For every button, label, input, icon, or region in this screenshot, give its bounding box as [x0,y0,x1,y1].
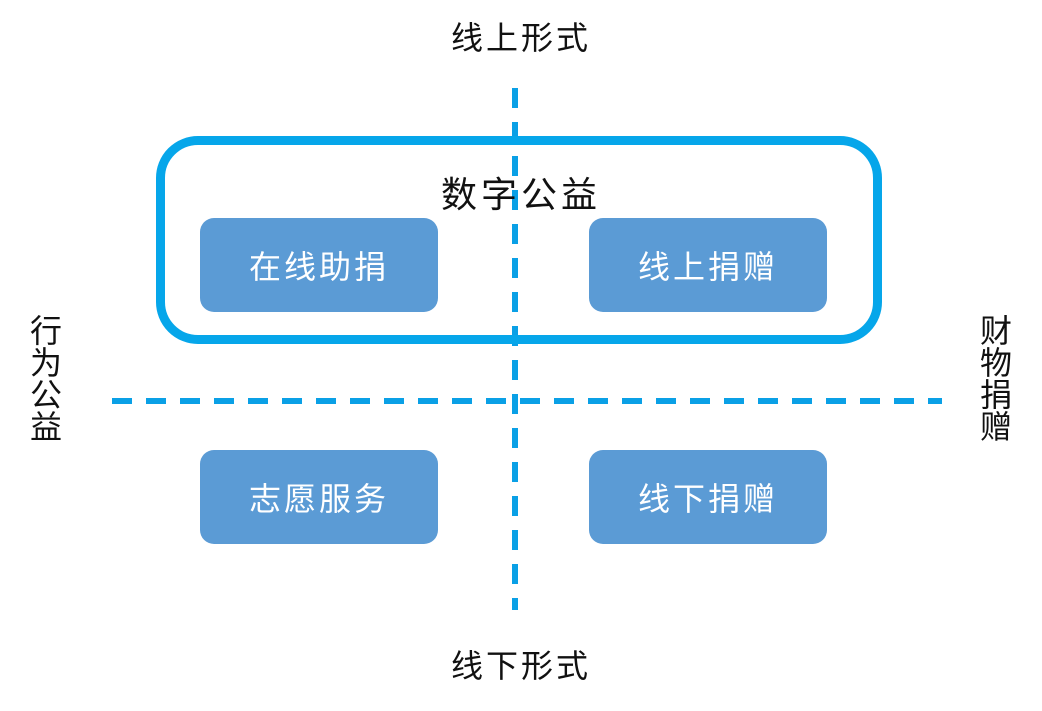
vertical-axis-line [512,88,518,610]
quadrant-online-assist-box: 在线助捐 [200,218,438,312]
digital-charity-title: 数字公益 [440,175,601,216]
quadrant-offline-donation-box: 线下捐赠 [589,450,827,544]
horizontal-axis-line [112,398,942,404]
quadrant-online-assist-label: 在线助捐 [248,248,389,286]
right-axis-label: 财物捐赠 [975,314,1013,442]
left-axis-label: 行为公益 [25,314,63,442]
top-axis-label: 线上形式 [450,19,591,57]
quadrant-volunteer-label: 志愿服务 [248,480,389,518]
quadrant-offline-donation-label: 线下捐赠 [637,480,778,518]
quadrant-online-donation-label: 线上捐赠 [637,248,778,286]
digital-charity-frame [156,136,882,344]
bottom-axis-label: 线下形式 [450,647,591,685]
quadrant-online-donation-box: 线上捐赠 [589,218,827,312]
quadrant-volunteer-box: 志愿服务 [200,450,438,544]
